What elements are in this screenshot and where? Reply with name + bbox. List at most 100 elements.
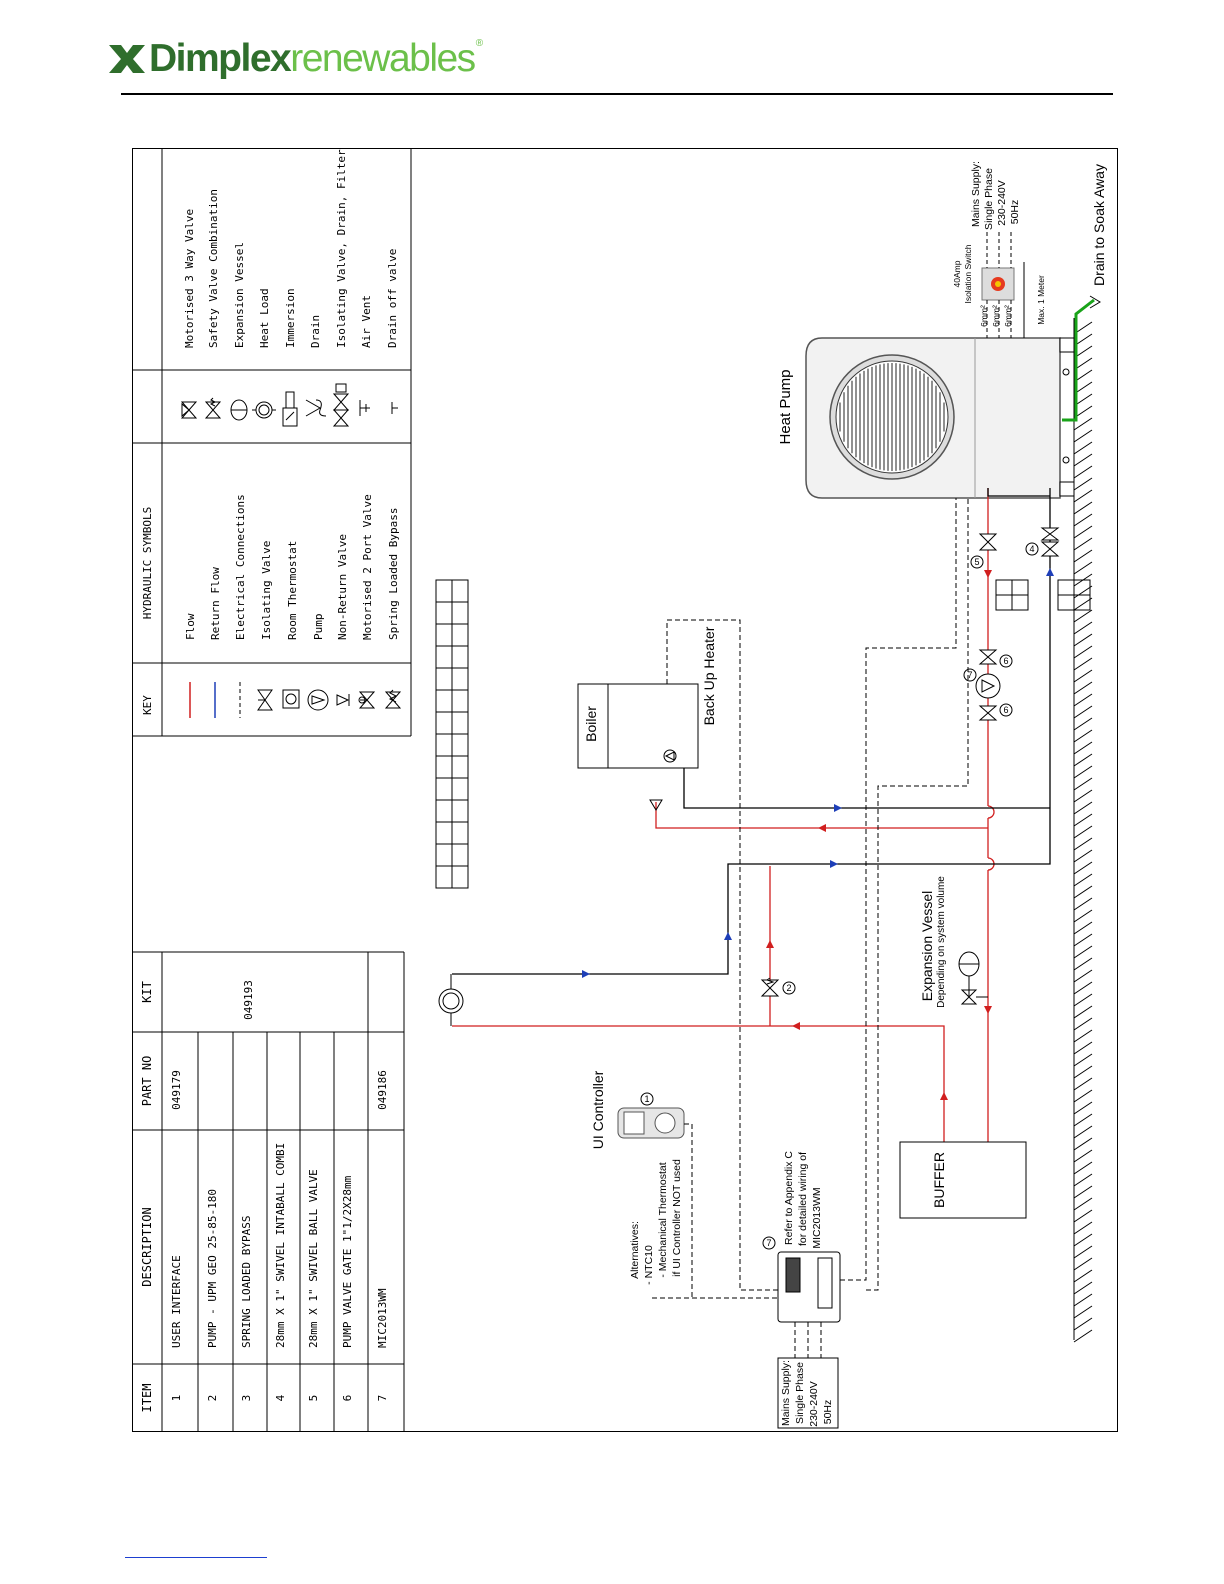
key-left-label: Pump: [312, 614, 325, 641]
return-arrows: [582, 568, 1054, 978]
key-table: [132, 148, 412, 737]
parts-header-kit: KIT: [140, 981, 154, 1003]
parts-row-description: 28mm X 1" SWIVEL INTABALL COMBI: [274, 1143, 287, 1348]
ground-hatch-stroke: [1073, 981, 1093, 995]
ground-hatch-stroke: [1073, 1209, 1093, 1223]
wiring-note-2: for detailed wiring of: [797, 1152, 809, 1246]
heat-load-icon: [252, 401, 276, 419]
ground-hatch-stroke: [1073, 897, 1093, 911]
ground-hatch-stroke: [1073, 477, 1093, 491]
ground-hatch-stroke: [1073, 429, 1093, 443]
isolation-switch: [981, 267, 1015, 301]
non-return-valve-icon: [336, 694, 350, 706]
key-right-label: Drain: [309, 315, 322, 348]
ground-hatch-stroke: [1073, 885, 1093, 899]
drain-off-valve-icon: [391, 402, 398, 414]
hp-supply-cables: [986, 232, 1012, 338]
ground-hatch-stroke: [1073, 621, 1093, 635]
key-left-label: Room Thermostat: [286, 541, 299, 640]
ground-hatch-stroke: [1073, 909, 1093, 923]
ground-hatch-stroke: [1073, 1017, 1093, 1031]
ground-hatch-stroke: [1073, 1293, 1093, 1307]
drain-icon: [305, 399, 327, 417]
parts-row-description: SPRING LOADED BYPASS: [240, 1216, 253, 1348]
parts-row-part-no: 049179: [170, 1070, 183, 1110]
key-left-label: Electrical Connections: [234, 494, 247, 640]
ground-hatch-stroke: [1073, 525, 1093, 539]
spring-loaded-bypass: [760, 977, 780, 997]
heat-pump-label: Heat Pump: [777, 369, 794, 444]
electrical-connections: [652, 498, 969, 1358]
ctrl-mains-supply-3: 230-240V: [808, 1381, 820, 1427]
heat-pump-fan-grille: [839, 363, 945, 471]
parts-row-description: PUMP - UPM GEO 25-85-180: [206, 1189, 219, 1348]
ground-hatch-stroke: [1073, 873, 1093, 887]
heat-pump-unit: Heat Pump: [777, 337, 1070, 499]
callout-6a: 6: [1003, 656, 1008, 666]
ground-hatch-stroke: [1073, 957, 1093, 971]
ground-hatch-stroke: [1073, 597, 1093, 611]
key-right-label: Immersion: [284, 288, 297, 348]
key-right-label: Expansion Vessel: [233, 242, 246, 348]
ground-line: [1073, 318, 1093, 1343]
parts-row-description: MIC2013WM: [376, 1288, 389, 1348]
hydraulic-symbols-header: HYDRAULIC SYMBOLS: [141, 507, 154, 620]
ctrl-mains-supply-4: 50Hz: [822, 1400, 834, 1425]
safety-valve-icon: [204, 397, 222, 419]
ground-hatch-stroke: [1073, 1197, 1093, 1211]
ground-hatch-stroke: [1073, 1029, 1093, 1043]
ctrl-mains-supply-2: Single Phase: [794, 1362, 806, 1424]
ground-hatch-stroke: [1073, 945, 1093, 959]
drain-label: Drain to Soak Away: [1091, 164, 1107, 286]
ground-hatch-stroke: [1073, 921, 1093, 935]
brand-word-dimplex: Dimplex: [149, 37, 292, 80]
parts-row-item: 2: [206, 1395, 219, 1402]
key-right-label: Motorised 3 Way Valve: [183, 209, 196, 348]
isolating-valve-hp-flow: [978, 533, 998, 551]
hp-mains-supply-2: Single Phase: [983, 168, 995, 230]
ground-hatch-stroke: [1073, 453, 1093, 467]
ground-hatch-stroke: [1073, 645, 1093, 659]
spring-loaded-bypass-icon: [384, 689, 402, 709]
expansion-vessel-label: Expansion Vessel: [919, 891, 935, 1002]
air-vent-icon: [359, 400, 370, 416]
ground-hatch-stroke: [1073, 789, 1093, 803]
ground-hatch-stroke: [1073, 1233, 1093, 1247]
ground-hatch-stroke: [1073, 441, 1093, 455]
key-right-label: Drain off valve: [386, 249, 399, 348]
item-callouts: 1 2 4 5 6 6 7 7: [640, 542, 1039, 1250]
underfloor-heating-emitters: [435, 579, 1091, 889]
heat-pump-feet: [1059, 337, 1075, 497]
callout-1: 1: [644, 1094, 649, 1104]
return-pipework: [452, 488, 1051, 975]
ground-hatch-stroke: [1073, 825, 1093, 839]
parts-row-item: 4: [274, 1394, 287, 1401]
callout-5: 5: [974, 557, 979, 567]
parts-row-item: 6: [341, 1395, 354, 1402]
ground-hatch-stroke: [1073, 1221, 1093, 1235]
ground-hatch-stroke: [1073, 1305, 1093, 1319]
isolation-switch-label: Isolation Switch: [963, 244, 973, 303]
ground-hatch-stroke: [1073, 609, 1093, 623]
parts-row-item: 3: [240, 1395, 253, 1402]
dimplex-logo-icon: [109, 45, 145, 73]
isolating-valve-icon: [257, 689, 273, 711]
header-rule: [121, 93, 1113, 95]
ground-hatch-stroke: [1073, 1137, 1093, 1151]
ground-hatch-stroke: [1073, 1041, 1093, 1055]
key-left-label: Spring Loaded Bypass: [387, 508, 400, 640]
heat-load: [438, 974, 464, 1026]
ground-hatch-stroke: [1073, 693, 1093, 707]
alternatives-2: - NTC10: [643, 1245, 655, 1285]
wiring-note-1: Refer to Appendix C: [783, 1151, 795, 1245]
expansion-vessel: [958, 951, 988, 1005]
cable-tag-3: 6mm²: [1003, 305, 1013, 327]
ground-hatch-stroke: [1073, 573, 1093, 587]
parts-row-item: 7: [376, 1395, 389, 1402]
parts-header-part-no: PART NO: [140, 1056, 154, 1107]
parts-row-description: 28mm X 1" SWIVEL BALL VALVE: [307, 1169, 320, 1348]
alternatives-3: - Mechanical Thermostat: [657, 1162, 669, 1277]
callout-2: 2: [786, 983, 791, 993]
parts-table: [132, 951, 405, 1432]
